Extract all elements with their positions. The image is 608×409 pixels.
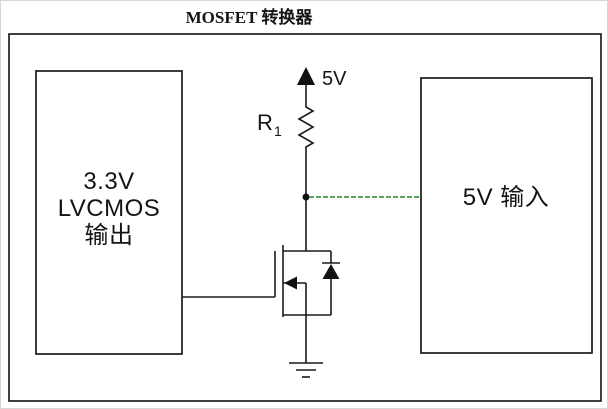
resistor-ref-label: R xyxy=(257,110,273,135)
left-box-line-2: LVCMOS xyxy=(58,195,161,222)
diagram-title: MOSFET 转换器 xyxy=(186,7,314,27)
junction-node xyxy=(302,193,310,201)
right-box-label: 5V 输入 xyxy=(463,184,550,211)
left-box xyxy=(35,70,183,355)
power-arrow-icon xyxy=(297,67,315,85)
left-box-line-1: 3.3V xyxy=(83,168,134,195)
left-box-line-3: 输出 xyxy=(85,222,134,249)
resistor-ref-subscript: 1 xyxy=(274,123,282,139)
mosfet-body-arrow-icon xyxy=(284,276,297,290)
resistor-symbol xyxy=(297,101,315,151)
ground-icon xyxy=(289,362,323,378)
right-box xyxy=(420,77,593,354)
mosfet-symbol xyxy=(274,245,340,317)
supply-voltage-label: 5V xyxy=(322,68,347,90)
body-diode-icon xyxy=(322,264,340,279)
outer-border xyxy=(8,33,602,402)
